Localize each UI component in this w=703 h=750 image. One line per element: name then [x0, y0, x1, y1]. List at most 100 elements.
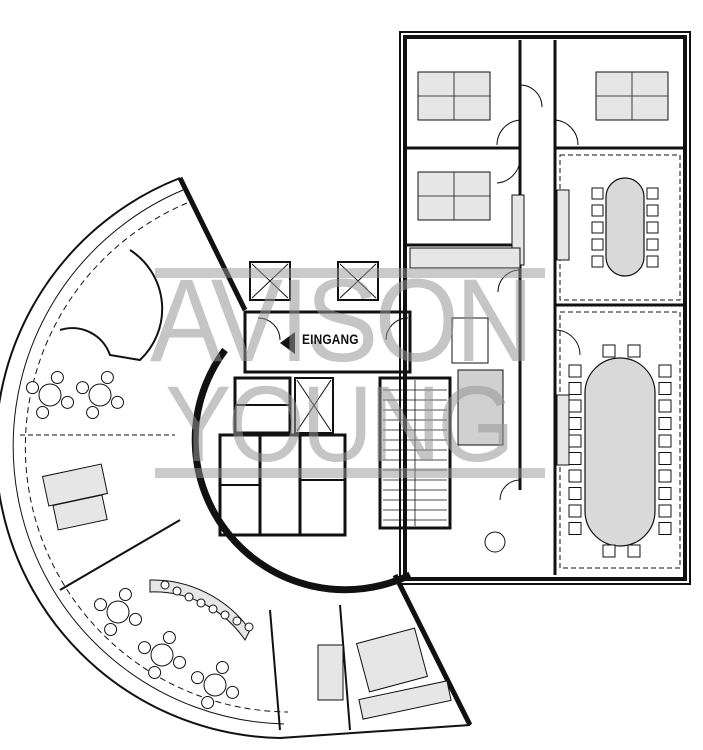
watermark-text: AVISON — [150, 255, 534, 387]
desk-group — [317, 644, 344, 701]
chair — [627, 344, 641, 358]
counter — [358, 680, 452, 720]
chair — [111, 395, 125, 409]
chair — [591, 187, 604, 200]
chair — [646, 221, 659, 234]
cabinet — [556, 189, 570, 261]
chair — [658, 364, 672, 378]
desk-group — [52, 494, 108, 531]
chair — [646, 255, 659, 268]
door-swing — [385, 317, 409, 341]
chair — [190, 671, 204, 685]
chair — [658, 434, 672, 448]
stool — [208, 604, 218, 614]
door-swing — [499, 479, 521, 501]
chair — [591, 238, 604, 251]
watermark-logo-line2: YOUNG — [165, 370, 515, 478]
chair — [568, 364, 582, 378]
stool — [244, 622, 254, 632]
stool — [172, 586, 182, 596]
wing-wall — [177, 176, 248, 312]
conference-table-large — [584, 357, 656, 547]
door-swing — [257, 317, 281, 341]
chair — [226, 685, 240, 699]
door-swing — [496, 159, 521, 184]
chair — [568, 469, 582, 483]
door-swing — [519, 84, 543, 108]
chair — [658, 399, 672, 413]
chair — [201, 696, 215, 710]
chair — [568, 452, 582, 465]
stool — [220, 610, 230, 620]
meeting-room-curve — [59, 249, 164, 362]
chair — [602, 544, 616, 558]
chair — [658, 469, 672, 483]
chair — [568, 399, 582, 413]
lift-shaft — [249, 261, 291, 301]
room-divider — [269, 609, 281, 731]
chair — [173, 655, 187, 669]
chair — [646, 238, 659, 251]
stool — [232, 616, 242, 626]
stool — [160, 580, 170, 590]
chair — [568, 504, 582, 518]
chair — [602, 344, 616, 358]
round-table — [150, 643, 174, 667]
chair — [75, 381, 89, 395]
chair — [25, 381, 39, 395]
watermark-bar — [155, 468, 545, 478]
round-table — [38, 383, 62, 407]
chair — [61, 395, 75, 409]
chair — [568, 417, 582, 430]
chair — [148, 666, 162, 680]
lift-cross — [296, 379, 332, 432]
chair — [568, 487, 582, 500]
room-divider — [339, 604, 351, 731]
chair — [93, 598, 107, 612]
entrance-hall — [243, 310, 412, 374]
chair — [568, 382, 582, 395]
chair — [658, 504, 672, 518]
stool — [196, 598, 206, 608]
door-swing — [496, 119, 521, 146]
chair — [86, 406, 100, 420]
round-table — [88, 383, 112, 407]
chair — [658, 487, 672, 500]
chair — [591, 221, 604, 234]
round-table — [484, 531, 506, 553]
stairwell — [378, 376, 452, 530]
chair — [591, 204, 604, 217]
entrance-label: EINGANG — [302, 331, 359, 347]
right-block-outline — [399, 31, 691, 585]
lift-shaft — [337, 261, 379, 301]
chair — [568, 434, 582, 448]
watermark-text: YOUNG — [165, 363, 515, 484]
entrance-arrow-icon — [280, 332, 295, 354]
desk-group — [355, 627, 429, 693]
chair — [129, 612, 143, 626]
chair — [162, 630, 176, 644]
door-swing — [554, 119, 579, 146]
courtyard-wall-arc — [191, 347, 412, 594]
chair — [104, 623, 118, 637]
round-table — [203, 673, 227, 697]
chair — [50, 370, 64, 384]
watermark-logo-line1: AVISON — [150, 262, 534, 380]
storage-rack — [457, 369, 504, 446]
round-table — [106, 600, 130, 624]
chair — [118, 587, 132, 601]
chair — [568, 522, 582, 535]
cabinet — [556, 394, 570, 466]
chair — [137, 641, 151, 655]
chair — [646, 204, 659, 217]
chair — [215, 660, 229, 674]
chair — [646, 187, 659, 200]
outer-facade-arc — [0, 177, 281, 739]
door-swing — [554, 329, 581, 356]
lift-shaft — [294, 377, 334, 434]
wing-end-wall — [279, 724, 471, 739]
room-divider — [59, 519, 181, 591]
chair — [658, 417, 672, 430]
